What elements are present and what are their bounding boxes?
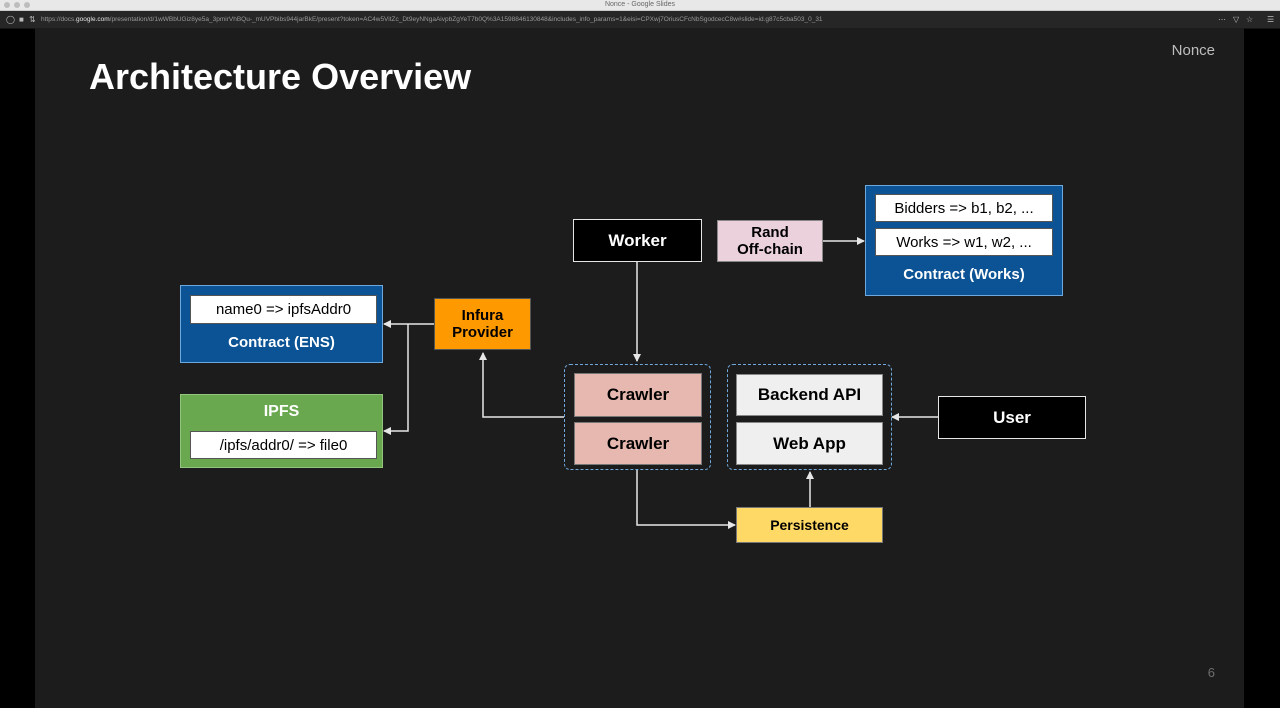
ens-entry: name0 => ipfsAddr0 xyxy=(190,295,377,324)
zoom-window-button[interactable] xyxy=(24,2,30,8)
browser-toolbar: ◯ ■ ⇅ https://docs.google.com/presentati… xyxy=(0,11,1280,29)
arrow-crawler-to-persistence xyxy=(636,470,736,529)
minimize-window-button[interactable] xyxy=(14,2,20,8)
infura-label-line2: Provider xyxy=(452,324,513,341)
ipfs-entry: /ipfs/addr0/ => file0 xyxy=(190,431,377,459)
url-prefix: https://docs. xyxy=(41,16,77,23)
ipfs-label: IPFS xyxy=(263,403,300,420)
works-contract-label: Contract (Works) xyxy=(903,266,1025,283)
infura-provider-node: Infura Provider xyxy=(434,298,531,350)
infura-label-line1: Infura xyxy=(461,307,504,324)
backend-api-node: Backend API xyxy=(736,374,883,416)
slide-title: Architecture Overview xyxy=(89,56,472,97)
rand-label-line1: Rand xyxy=(751,224,789,241)
arrow-infura-to-ipfs xyxy=(383,324,409,435)
bidders-entry: Bidders => b1, b2, ... xyxy=(875,194,1053,222)
arrow-crawler-to-infura xyxy=(479,352,564,418)
url-domain: google.com xyxy=(76,16,110,23)
worker-node: Worker xyxy=(573,219,702,262)
persistence-node: Persistence xyxy=(736,507,883,543)
ens-contract-label: Contract (ENS) xyxy=(228,334,335,351)
more-icon[interactable]: ⋯ xyxy=(1218,15,1226,24)
rand-offchain-node: Rand Off-chain xyxy=(717,220,823,262)
lock-icon[interactable]: ■ xyxy=(19,15,24,24)
url-bar[interactable]: https://docs.google.com/presentation/d/1… xyxy=(41,11,1201,28)
window-title: Nonce - Google Slides xyxy=(604,1,676,8)
user-node: User xyxy=(938,396,1086,439)
crawler-group xyxy=(564,364,711,470)
backend-group xyxy=(727,364,892,470)
site-settings-icon[interactable]: ⇅ xyxy=(29,15,36,24)
works-contract-panel: Bidders => b1, b2, ... Works => w1, w2, … xyxy=(865,185,1063,296)
window-titlebar: Nonce - Google Slides xyxy=(0,0,1280,11)
deck-name: Nonce xyxy=(1171,42,1215,59)
crawler-node-2: Crawler xyxy=(574,422,702,465)
close-window-button[interactable] xyxy=(4,2,10,8)
ipfs-panel: IPFS /ipfs/addr0/ => file0 xyxy=(180,394,383,468)
crawler-node-1: Crawler xyxy=(574,373,702,417)
menu-icon[interactable]: ☰ xyxy=(1267,15,1275,24)
works-entry: Works => w1, w2, ... xyxy=(875,228,1053,256)
star-icon[interactable]: ☆ xyxy=(1246,15,1254,24)
pocket-icon[interactable]: ▽ xyxy=(1233,15,1240,24)
web-app-node: Web App xyxy=(736,422,883,465)
url-rest: /presentation/d/1wWBbUGiz8ye5a_3pmirVhBQ… xyxy=(109,16,823,23)
ens-contract-panel: name0 => ipfsAddr0 Contract (ENS) xyxy=(180,285,383,363)
slide: Nonce Architecture Overview xyxy=(35,28,1244,708)
shield-icon[interactable]: ◯ xyxy=(6,15,15,24)
rand-label-line2: Off-chain xyxy=(737,241,803,258)
diagram-arrows xyxy=(383,237,938,529)
page-number: 6 xyxy=(1207,665,1215,680)
